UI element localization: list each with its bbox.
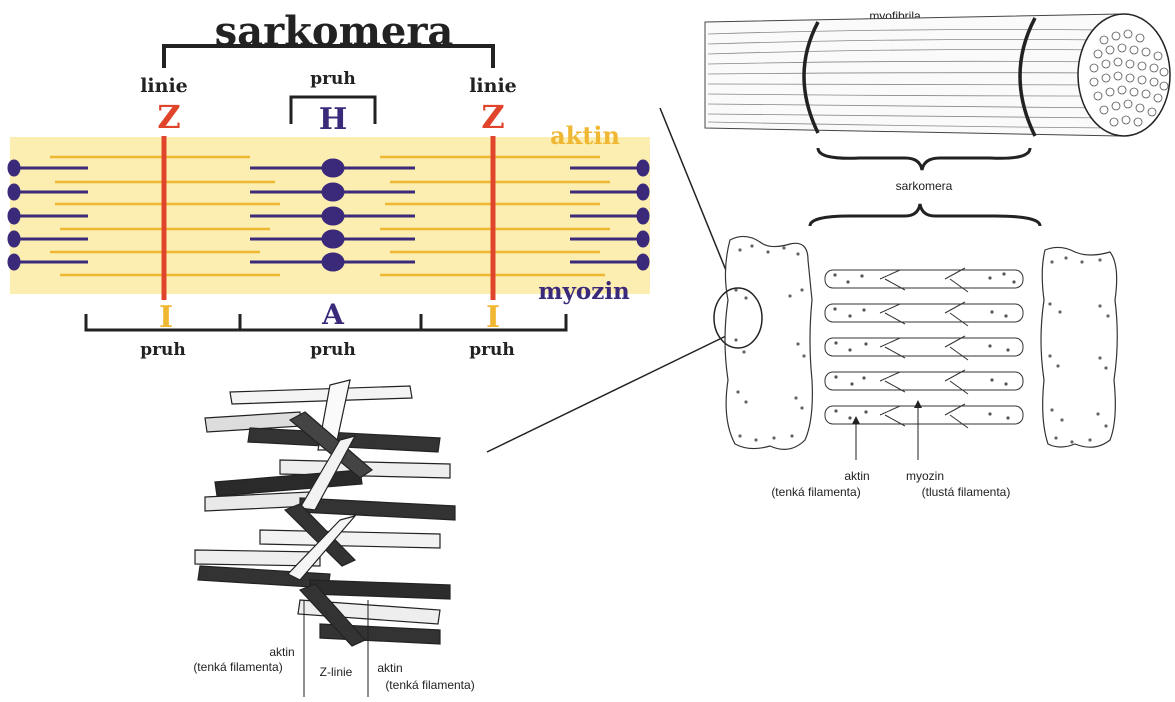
band-right-label: pruh — [469, 340, 515, 360]
sarcomere-detail-drawing: aktin (tenká filamenta) myozin (tlustá f… — [714, 236, 1117, 499]
z-left-letter: Z — [157, 98, 180, 136]
z-left-caption: linie — [140, 75, 188, 97]
sarcomere-detail-label: sarkomera — [896, 179, 953, 193]
m-line-node — [638, 161, 648, 175]
connector-line-lower — [487, 335, 728, 452]
detail-thick-filaments — [825, 270, 1023, 424]
myosin-arrowhead — [914, 400, 922, 408]
m-line-node — [9, 232, 19, 246]
h-letter: H — [319, 102, 347, 137]
lattice-actin-left-label: aktin — [269, 645, 294, 659]
myosin-label: myozin — [538, 278, 630, 305]
a-band-letter: A — [321, 298, 345, 331]
detail-myosin-sub: (tlustá filamenta) — [922, 485, 1011, 499]
lattice-rods — [195, 380, 455, 646]
detail-filament-row — [825, 270, 1023, 288]
m-line-node — [638, 255, 648, 269]
m-line-node — [9, 161, 19, 175]
myofibril-brace — [818, 148, 1030, 170]
detail-filament-row — [825, 372, 1023, 390]
z-disc-right — [1041, 247, 1117, 447]
band-left-label: pruh — [140, 340, 186, 360]
z-right-letter: Z — [481, 98, 504, 136]
sarcomere-detail-brace — [810, 204, 1040, 226]
detail-filament-row — [825, 338, 1023, 356]
lattice-actin-left-sub: (tenká filamenta) — [193, 660, 282, 674]
m-line-node — [323, 254, 343, 270]
m-line-node — [638, 232, 648, 246]
lattice-zline-label: Z-linie — [320, 665, 353, 679]
m-line-node — [9, 255, 19, 269]
detail-filament-row — [825, 304, 1023, 322]
h-caption: pruh — [310, 69, 356, 89]
lattice-actin-right-sub: (tenká filamenta) — [385, 678, 474, 692]
detail-myosin-label: myozin — [906, 469, 944, 483]
myofibril-drawing: myofibrila — [705, 9, 1170, 226]
m-line-node — [9, 209, 19, 223]
m-line-node — [9, 185, 19, 199]
m-line-node — [323, 184, 343, 200]
actin-label: aktin — [550, 121, 620, 150]
detail-actin-label: aktin — [844, 469, 869, 483]
z-disc-left — [725, 236, 812, 449]
zline-lattice-drawing: aktin (tenká filamenta) Z-linie aktin (t… — [193, 380, 474, 697]
z-right-caption: linie — [469, 75, 517, 97]
m-line-node — [323, 231, 343, 247]
m-line-node — [323, 208, 343, 224]
m-line-node — [638, 185, 648, 199]
m-line-node — [323, 160, 343, 176]
detail-actin-sub: (tenká filamenta) — [771, 485, 860, 499]
sarcomere-schematic: sarkomera linie Z linie Z pruh H aktin — [9, 8, 650, 360]
lattice-actin-right-label: aktin — [377, 661, 402, 675]
m-line-node — [638, 209, 648, 223]
band-mid-label: pruh — [310, 340, 356, 360]
